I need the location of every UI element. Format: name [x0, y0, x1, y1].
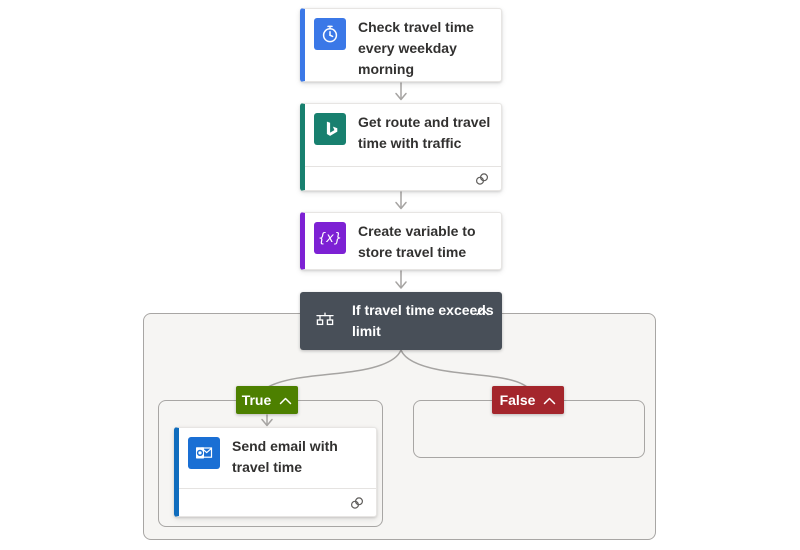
- recurrence-clock-icon: [314, 18, 346, 50]
- true-branch-badge[interactable]: True: [236, 386, 298, 414]
- step-send-email-header[interactable]: Send email with travel time: [179, 428, 376, 488]
- outlook-icon: [188, 437, 220, 469]
- condition-balance-icon: [313, 311, 339, 331]
- chevron-up-icon[interactable]: [473, 301, 492, 323]
- step-card-bing-maps: Get route and travel time with traffic: [300, 103, 502, 191]
- step-send-email-footer: [179, 488, 376, 517]
- arrowhead: [395, 92, 407, 101]
- step-title: Send email with travel time: [232, 438, 338, 475]
- step-title: Check travel time every weekday morning: [358, 19, 474, 77]
- chevron-up-icon[interactable]: [543, 392, 556, 408]
- connection-link-icon[interactable]: [347, 494, 367, 512]
- arrowhead: [395, 281, 407, 289]
- step-recurrence-header[interactable]: Check travel time every weekday morning: [305, 9, 501, 85]
- step-card-variable: {x} Create variable to store travel time: [300, 212, 502, 270]
- step-bing-header[interactable]: Get route and travel time with traffic: [305, 104, 501, 166]
- false-branch-label: False: [499, 392, 536, 408]
- step-card-send-email: Send email with travel time: [174, 427, 377, 517]
- variable-glyph: {x}: [317, 230, 343, 246]
- false-branch-badge[interactable]: False: [492, 386, 564, 414]
- step-variable-header[interactable]: {x} Create variable to store travel time: [305, 213, 501, 268]
- condition-title: If travel time exceeds limit: [352, 302, 494, 339]
- step-title: Create variable to store travel time: [358, 223, 476, 260]
- step-bing-footer: [305, 166, 501, 191]
- variable-icon: {x}: [314, 222, 346, 254]
- connection-link-icon[interactable]: [472, 170, 492, 188]
- bing-maps-icon: [314, 113, 346, 145]
- chevron-up-icon[interactable]: [279, 392, 292, 408]
- step-title: Get route and travel time with traffic: [358, 114, 491, 151]
- true-branch-label: True: [241, 392, 272, 408]
- arrowhead: [395, 201, 407, 210]
- step-card-recurrence: Check travel time every weekday morning: [300, 8, 502, 82]
- condition-card[interactable]: If travel time exceeds limit: [300, 292, 502, 350]
